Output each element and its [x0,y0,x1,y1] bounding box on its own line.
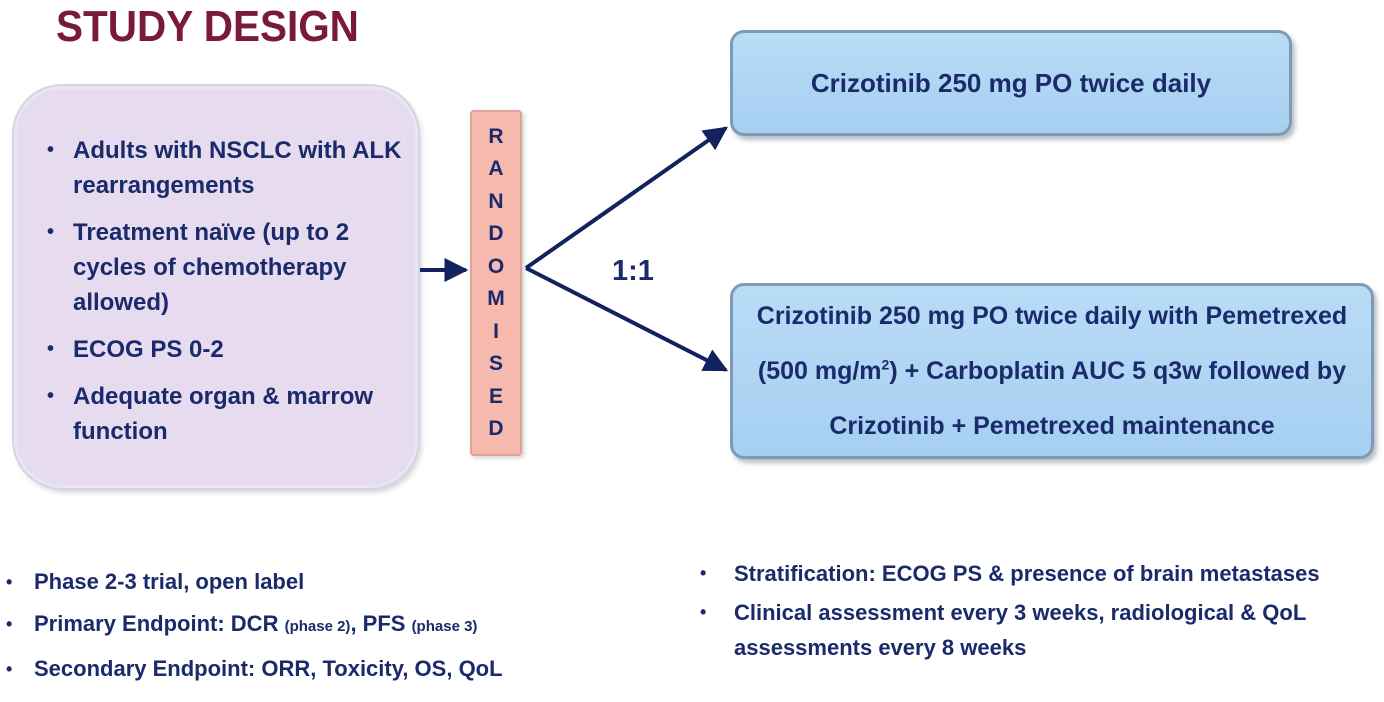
randomised-letter: E [488,384,503,408]
randomised-letter: M [487,287,505,310]
randomised-letter: N [488,189,504,213]
randomisation-ratio: 1:1 [612,255,654,287]
arrow-to-arm1 [524,126,728,270]
note-item: Secondary Endpoint: ORR, Toxicity, OS, Q… [4,648,644,690]
trial-notes-left: Phase 2-3 trial, open label Primary Endp… [4,561,644,690]
randomised-letter: S [488,352,503,375]
eligibility-item: Adequate organ & marrow function [47,379,402,449]
eligibility-item: Adults with NSCLC with ALK rearrangement… [47,133,402,203]
note-small-text: (phase 2) [284,618,351,635]
eligibility-list: Adults with NSCLC with ALK rearrangement… [47,133,402,461]
note-item: Stratification: ECOG PS & presence of br… [698,556,1378,591]
randomised-letter: O [487,254,505,278]
note-text: Primary Endpoint: DCR [34,611,285,636]
eligibility-box: Adults with NSCLC with ALK rearrangement… [14,86,418,488]
note-item: Clinical assessment every 3 weeks, radio… [698,595,1378,665]
arm2-line: (500 mg/m2) + Carboplatin AUC 5 q3w foll… [758,344,1346,399]
trial-notes-right: Stratification: ECOG PS & presence of br… [698,556,1378,669]
eligibility-item: ECOG PS 0-2 [47,332,402,367]
randomised-letter: R [488,124,504,148]
arm2-text: (500 mg/m [757,356,882,385]
randomised-letter: D [488,417,504,440]
note-item: Primary Endpoint: DCR (phase 2), PFS (ph… [4,603,644,648]
arm2-line: Crizotinib 250 mg PO twice daily with Pe… [756,301,1348,330]
eligibility-item: Treatment naïve (up to 2 cycles of chemo… [47,215,402,320]
note-text: , PFS [350,611,412,636]
arm2-text: ) + Carboplatin AUC 5 q3w followed by [889,356,1347,385]
arm2-superscript: 2 [881,356,890,373]
note-item: Phase 2-3 trial, open label [4,561,644,603]
page-title: STUDY DESIGN [56,2,359,51]
arm-crizotinib-box: Crizotinib 250 mg PO twice daily [730,30,1292,136]
randomised-letter: D [488,222,504,245]
randomised-letter: A [488,157,504,180]
arm-combination-box: Crizotinib 250 mg PO twice daily with Pe… [730,283,1374,459]
randomised-box: R A N D O M I S E D [470,110,522,456]
arm2-line: Crizotinib + Pemetrexed maintenance [829,411,1275,440]
note-small-text: (phase 3) [411,618,478,635]
arrow-to-arm2 [525,266,729,372]
randomised-letter: I [493,319,499,343]
